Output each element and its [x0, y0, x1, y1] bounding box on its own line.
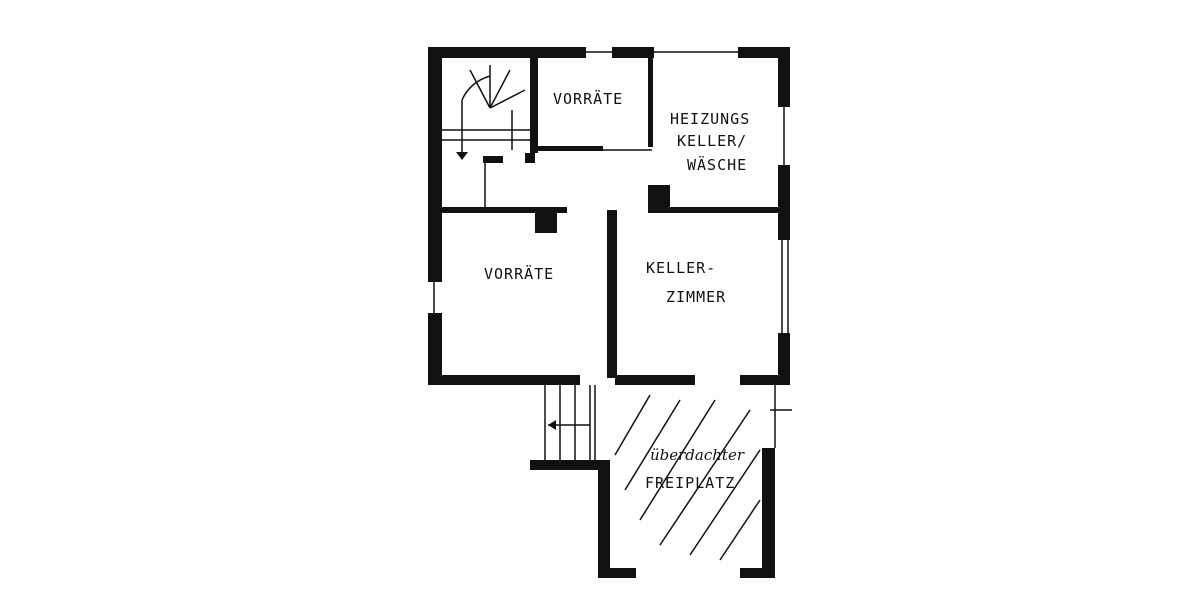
- room-label-heating-1: HEIZUNGS: [670, 110, 750, 128]
- room-label-heating-2: KELLER/: [677, 132, 747, 150]
- room-label-storage-top: VORRÄTE: [553, 89, 623, 108]
- hatching: [614, 394, 761, 561]
- room-label-terrace-2: FREIPLATZ: [645, 474, 735, 492]
- stair-arrow-icon: [456, 65, 556, 430]
- walls: [428, 47, 790, 578]
- room-label-cellar-2: ZIMMER: [666, 288, 726, 306]
- room-label-terrace-1: überdachter: [650, 446, 745, 464]
- room-label-heating-3: WÄSCHE: [687, 155, 747, 174]
- room-label-cellar-1: KELLER-: [646, 259, 716, 277]
- room-label-storage-bottom: VORRÄTE: [484, 264, 554, 283]
